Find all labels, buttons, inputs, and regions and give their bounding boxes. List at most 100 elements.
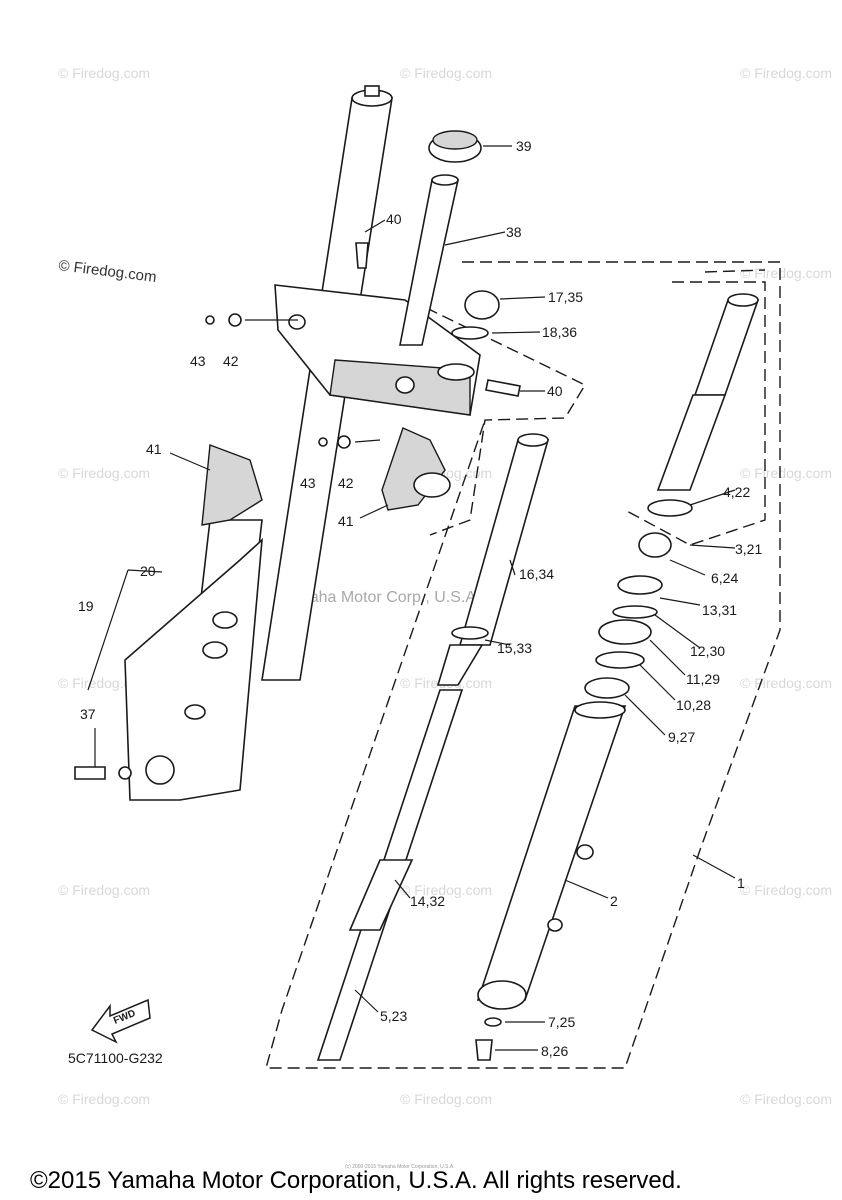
watermark: © Firedog.com: [400, 882, 492, 898]
spring-15-33: [436, 644, 484, 686]
damper-assembly: [316, 433, 550, 1061]
callout-41: 41: [146, 441, 162, 457]
washer-7-25: [484, 1017, 502, 1027]
rebound-spring-14-32: [348, 859, 414, 931]
fine-print: (c) 2000-2015 Yamaha Motor Corporation, …: [345, 1164, 455, 1170]
callout-42: 42: [223, 353, 239, 369]
watermark-dark: © Firedog.com: [58, 257, 158, 286]
callout-18-36: 18,36: [542, 324, 577, 340]
fork-cover-bracket: [413, 472, 451, 498]
left-caliper-mount: [184, 704, 206, 720]
bolt-40-top: [355, 242, 369, 269]
watermark: © Firedog.com: [740, 675, 832, 691]
bolt-40-side: [485, 379, 521, 397]
callout-15-33: 15,33: [497, 640, 532, 656]
leader-12-30: [654, 614, 701, 649]
callout-17-35: 17,35: [548, 289, 583, 305]
callout-41: 41: [338, 513, 354, 529]
bushing-4-22: [647, 499, 693, 517]
leader-17-35: [499, 296, 546, 300]
callout-20: 20: [140, 563, 156, 579]
outer-fork-assembly-outline: [265, 261, 781, 1069]
watermark: © Firedog.com: [740, 882, 832, 898]
outer-tube-2: [476, 705, 627, 1001]
callout-42: 42: [338, 475, 354, 491]
outer-tube-bottom: [477, 980, 527, 1010]
callout-1: 1: [737, 875, 745, 891]
left-axle-lug-bottom: [202, 641, 228, 659]
leader-15-33: [484, 639, 511, 646]
copyright-notice: ©2015 Yamaha Motor Corporation, U.S.A. A…: [30, 1167, 682, 1194]
bracket-bolt-hole: [288, 314, 306, 330]
leader-11-29: [649, 639, 686, 676]
right-fork-cover: [381, 427, 451, 511]
leader-16-34: [509, 559, 516, 576]
bracket-stem-hole: [437, 363, 475, 381]
callout-11-29: 11,29: [686, 671, 720, 687]
left-axle-bore: [145, 755, 175, 785]
fwd-arrow: FWD: [90, 998, 151, 1044]
watermark: © Firedog.com: [58, 465, 150, 481]
bracket-bolt-hole: [395, 376, 415, 394]
outer-tube-top: [574, 701, 626, 719]
bushing-6-24: [638, 532, 672, 558]
left-tube-cap: [364, 85, 380, 97]
callout-10-28: 10,28: [676, 697, 711, 713]
watermark: © Firedog.com: [740, 465, 832, 481]
steering-stem: [399, 130, 482, 346]
callout-8-26: 8,26: [541, 1043, 568, 1059]
leader-14-32: [394, 879, 411, 899]
leader-10-28: [639, 664, 676, 701]
callout-13-31: 13,31: [702, 602, 737, 618]
watermark: © Firedog.com: [400, 1091, 492, 1107]
inner-tube-top: [517, 433, 549, 447]
bearing-39-face: [432, 130, 478, 150]
callout-38: 38: [506, 224, 522, 240]
callout-4-22: 4,22: [723, 484, 750, 500]
leader-19-20-37: [87, 569, 163, 767]
callout-12-30: 12,30: [690, 643, 725, 659]
leader-18-36: [491, 331, 541, 334]
circlip-12-30: [612, 605, 658, 619]
callout-5-23: 5,23: [380, 1008, 407, 1024]
callout-16-34: 16,34: [519, 566, 554, 582]
bolt-42-bottom: [337, 435, 351, 449]
clip-10-28: [595, 651, 645, 669]
upper-bracket-group-outline: [409, 299, 586, 536]
watermark: © Firedog.com: [58, 1091, 150, 1107]
watermark: © Firedog.com: [400, 65, 492, 81]
watermark: © Firedog.com: [58, 882, 150, 898]
oil-seal-9-27: [584, 677, 630, 699]
group-bracket-top: [704, 269, 766, 273]
leader-6-24: [669, 559, 706, 576]
left-drain-hole: [118, 766, 132, 780]
leader-41b: [359, 504, 389, 519]
callout-19: 19: [78, 598, 94, 614]
leader-1: [692, 854, 736, 879]
bolt-8-26: [475, 1039, 493, 1061]
callout-43: 43: [300, 475, 316, 491]
o-ring-18-36: [451, 326, 489, 340]
washer-11-29: [598, 619, 652, 645]
outer-tube-lug: [547, 918, 563, 932]
leader-40a: [364, 219, 386, 233]
callout-14-32: 14,32: [410, 893, 445, 909]
callout-40: 40: [547, 383, 563, 399]
cap-bolt-17-35: [464, 290, 500, 320]
bolt-37: [74, 766, 106, 780]
leader-lines: [87, 145, 736, 1051]
callout-39: 39: [516, 138, 532, 154]
steering-stem-top: [431, 174, 459, 186]
leader-42b: [354, 439, 381, 443]
outer-tube-assembly: [475, 499, 693, 1061]
fasteners: [205, 242, 521, 449]
callout-9-27: 9,27: [668, 729, 695, 745]
callout-40: 40: [386, 211, 402, 227]
watermark: © Firedog.com: [740, 1091, 832, 1107]
left-fork-cover: [201, 444, 263, 526]
callout-3-21: 3,21: [735, 541, 762, 557]
leader-4-22: [689, 489, 736, 506]
watermark: © Firedog.com: [740, 65, 832, 81]
outer-tube-lug: [576, 844, 594, 860]
